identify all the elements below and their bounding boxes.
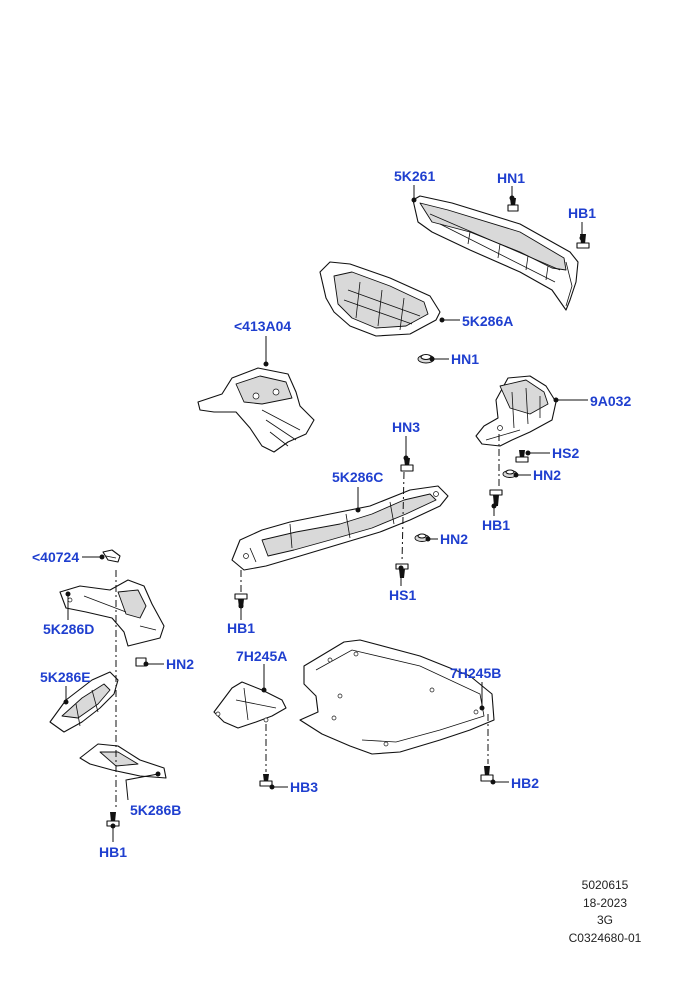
drawing-reference-block: 5020615 18-2023 3G C0324680-01 [545,877,665,947]
part-5k286c [231,485,449,571]
part-5k286b [79,743,167,779]
drawing-date-code: 18-2023 [582,895,628,910]
callout-hb1-top: HB1 [568,205,596,221]
callout-5k261: 5K261 [394,168,435,184]
fastener-hb1-right [489,489,503,506]
fastener-axis-lines [115,434,500,810]
callout-labels: 5K261 HN1 HB1 5K286A HN1 <413A04 9A032 H… [32,168,631,860]
callout-hb1-mid: HB1 [227,620,255,636]
part-413a04 [197,367,315,453]
fastener-hn1-mid [417,353,435,364]
callout-5k286d: 5K286D [43,621,94,637]
drawing-number: 5020615 [581,878,629,892]
fastener-hb3 [259,774,273,787]
callout-hn2-right: HN2 [533,467,561,483]
callout-hs2: HS2 [552,445,579,461]
callout-7h245a: 7H245A [236,648,287,664]
callout-hb3: HB3 [290,779,318,795]
callout-hn1-top: HN1 [497,170,525,186]
callout-hn3: HN3 [392,419,420,435]
leader-lines [63,185,588,842]
callout-5k286b: 5K286B [130,802,181,818]
callout-7h245b: 7H245B [450,665,501,681]
callout-40724: <40724 [32,549,79,565]
callout-5k286e: 5K286E [40,669,91,685]
part-5k286a [319,261,441,337]
callout-5k286c: 5K286C [332,469,383,485]
drawing-section-code: 3G [596,913,613,927]
callout-hn2-left: HN2 [166,656,194,672]
fastener-hb2 [480,766,494,782]
callout-hn2-mid: HN2 [440,531,468,547]
callout-9a032: 9A032 [590,393,631,409]
part-9a032 [475,375,557,447]
callout-hs1: HS1 [389,587,416,603]
callout-hb1-bottom: HB1 [99,844,127,860]
fastener-hs2 [515,450,529,463]
fastener-hn2-mid [414,533,430,542]
callout-hb1-right: HB1 [482,517,510,533]
part-7h245b [299,639,495,755]
callout-5k286a: 5K286A [462,313,513,329]
part-7h245a [213,681,287,729]
part-40724 [102,549,121,563]
drawing-illustration-id: C0324680-01 [568,930,642,945]
callout-hb2: HB2 [511,775,539,791]
callout-413a04: <413A04 [234,318,291,334]
part-5k261 [412,195,579,311]
callout-hn1-mid: HN1 [451,351,479,367]
